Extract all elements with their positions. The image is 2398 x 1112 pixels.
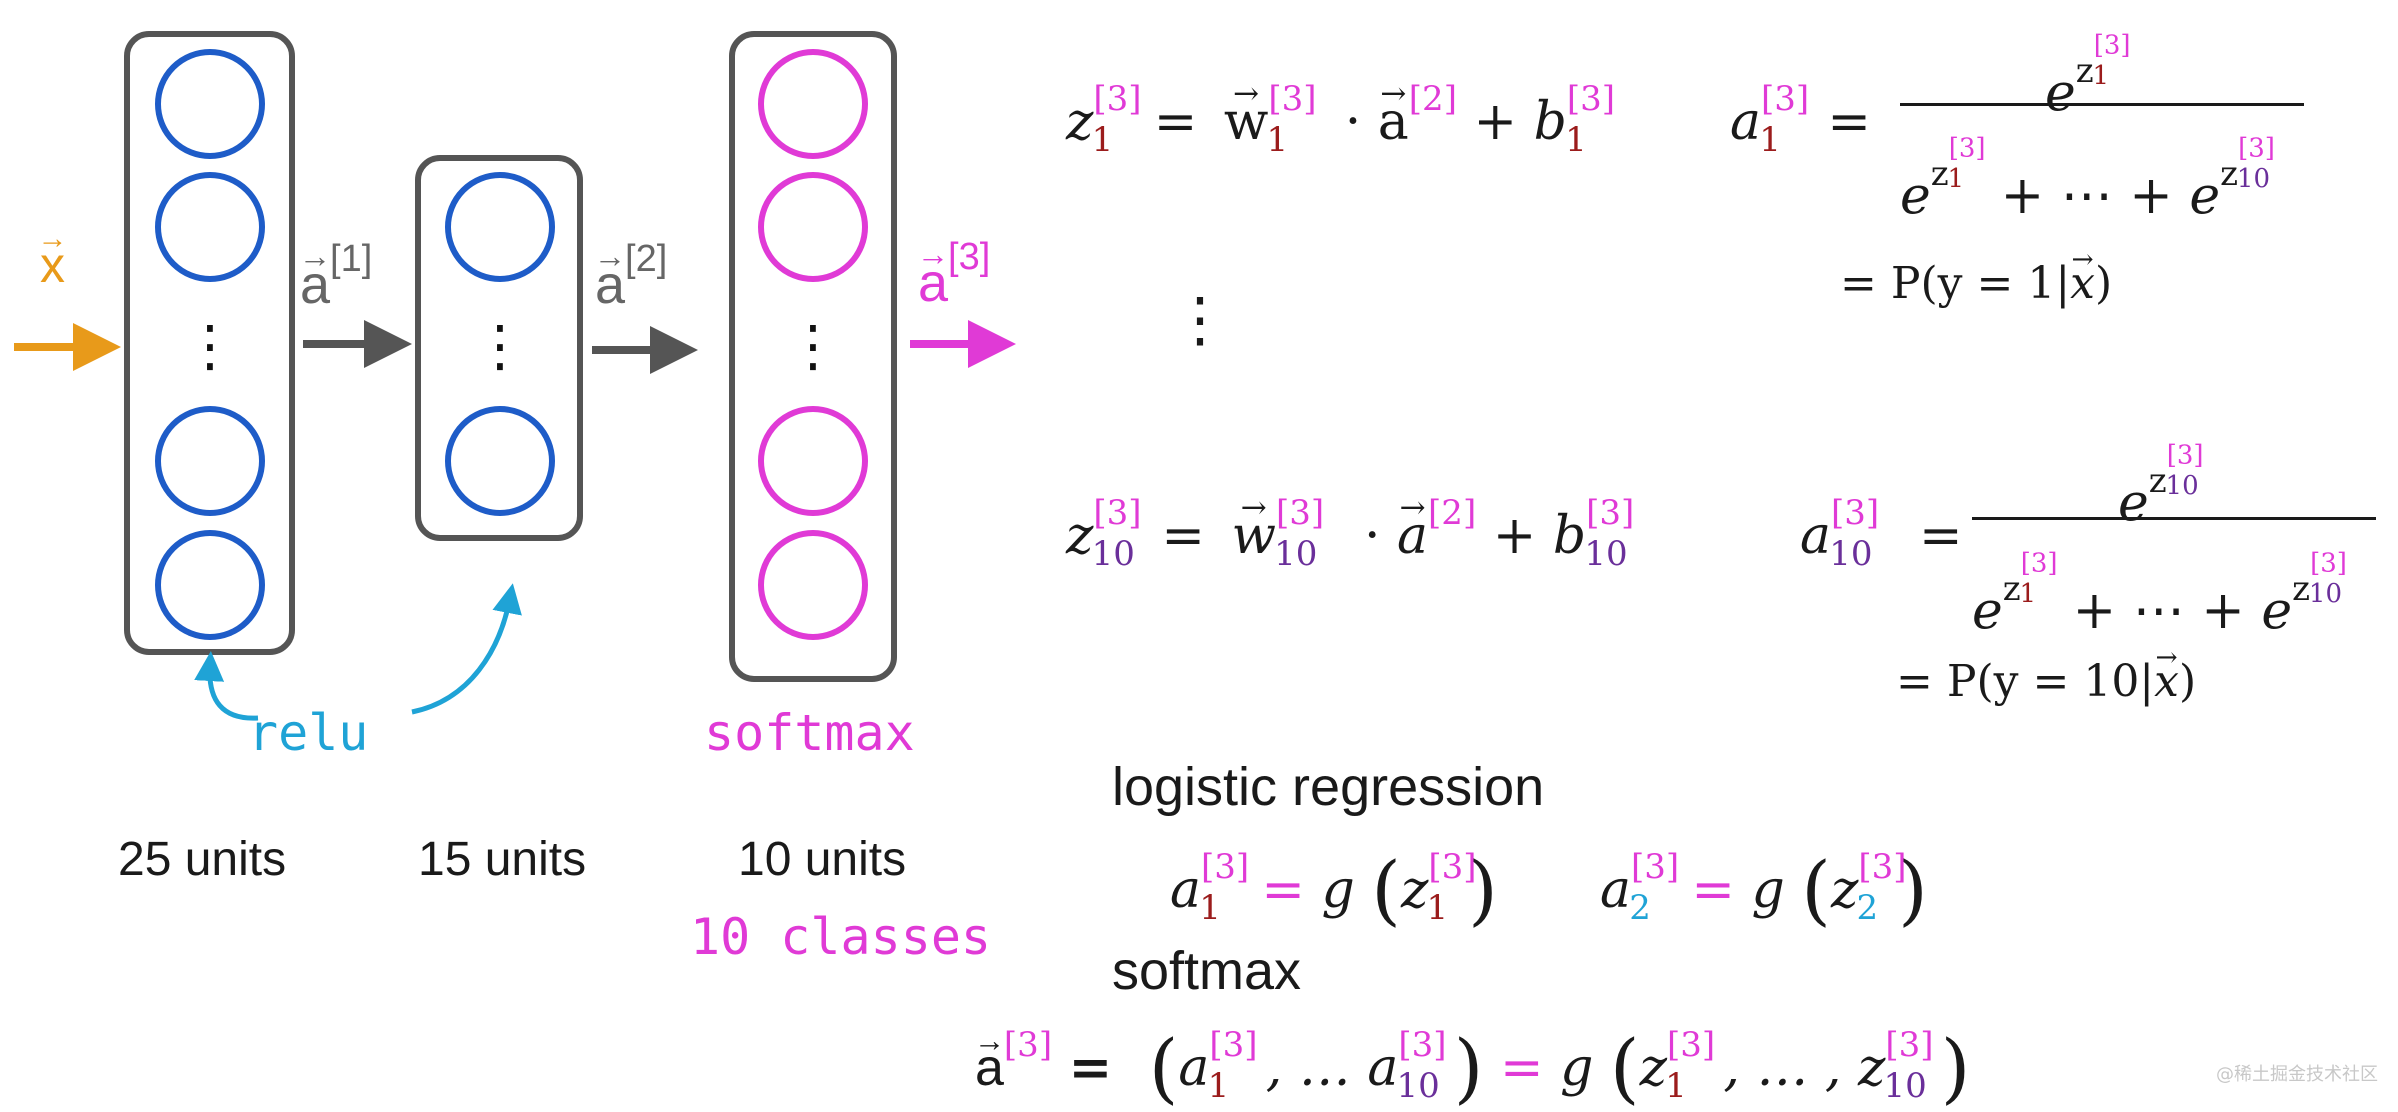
activation-a: a <box>595 258 625 312</box>
neuron <box>155 530 265 640</box>
a10-lhs: a[3]10 = <box>1800 493 1963 574</box>
softmax-annotation: softmax <box>704 704 915 762</box>
a10-denominator: ez[3]1 + ⋯ + ez[3]10 <box>1972 548 2347 642</box>
logistic-regression-heading: logistic regression <box>1112 757 1545 817</box>
relu-arrow-2 <box>411 583 522 715</box>
a1-lhs: a[3]1 = <box>1730 79 1871 160</box>
neuron <box>758 172 868 282</box>
softmax-vector-eq: a[3] = (a[3]1 , … a[3]10) = g (z[3]1 , …… <box>975 1028 1970 1106</box>
activation-a: a <box>918 256 948 310</box>
classes-annotation: 10 classes <box>690 908 992 966</box>
activation-sup: [1] <box>330 238 373 280</box>
relu-arrow-1 <box>194 651 259 721</box>
layer-2-units: 15 units <box>418 833 587 886</box>
neuron <box>758 49 868 159</box>
a1-numerator: ez[3]1 <box>2045 30 2131 124</box>
layer-1-neurons <box>155 49 265 640</box>
layer-2-neurons <box>445 172 555 516</box>
layer-2-box <box>415 155 583 541</box>
input-x: x <box>40 240 65 290</box>
layer-3-neurons <box>758 49 868 640</box>
activation-sup: [2] <box>625 238 668 280</box>
activation-label-2: a[2] <box>595 240 667 312</box>
input-label: x <box>40 240 65 290</box>
a10-fraction-bar <box>1972 517 2376 520</box>
neuron <box>758 406 868 516</box>
watermark: @稀土掘金技术社区 <box>2216 1064 2378 1085</box>
layer-2-ellipsis: ⋮ <box>472 314 528 379</box>
a1-denominator: ez[3]1 + ⋯ + ez[3]10 <box>1900 133 2275 227</box>
z10-equation: z[3]10 = w[3]10 · a[2] + b[3]10 <box>1066 496 1634 571</box>
neuron <box>445 406 555 516</box>
a1-probability: = P(y = 1|x) <box>1840 262 2112 306</box>
a10-probability: = P(y = 10|x) <box>1896 660 2196 704</box>
activation-label-3: a[3] <box>918 238 990 310</box>
activation-a: a <box>300 258 330 312</box>
layer-3-units: 10 units <box>738 833 907 886</box>
z1-equation: z[3]1 = w[3]1 · a[2] + b[3]1 <box>1066 82 1615 157</box>
neuron <box>445 172 555 282</box>
layer-1-ellipsis: ⋮ <box>182 314 238 379</box>
neuron <box>155 49 265 159</box>
relu-annotation: relu <box>248 704 369 762</box>
activation-label-1: a[1] <box>300 240 372 312</box>
activation-sup: [3] <box>948 236 991 278</box>
softmax-heading: softmax <box>1112 941 1302 1001</box>
a10-numerator: ez[3]10 <box>2118 440 2204 534</box>
layer-3-box <box>729 31 897 682</box>
logistic-eq-1: a[3]1 = g (z[3]1) <box>1170 845 1498 934</box>
logistic-eq-2: a[3]2 = g (z[3]2) <box>1600 845 1928 934</box>
layer-1-units: 25 units <box>118 833 287 886</box>
layer-3-ellipsis: ⋮ <box>785 314 841 379</box>
equations-vdots: ⋮ <box>1170 285 1230 355</box>
a1-fraction-bar <box>1900 103 2304 106</box>
neuron <box>155 172 265 282</box>
neuron <box>758 530 868 640</box>
neuron <box>155 406 265 516</box>
